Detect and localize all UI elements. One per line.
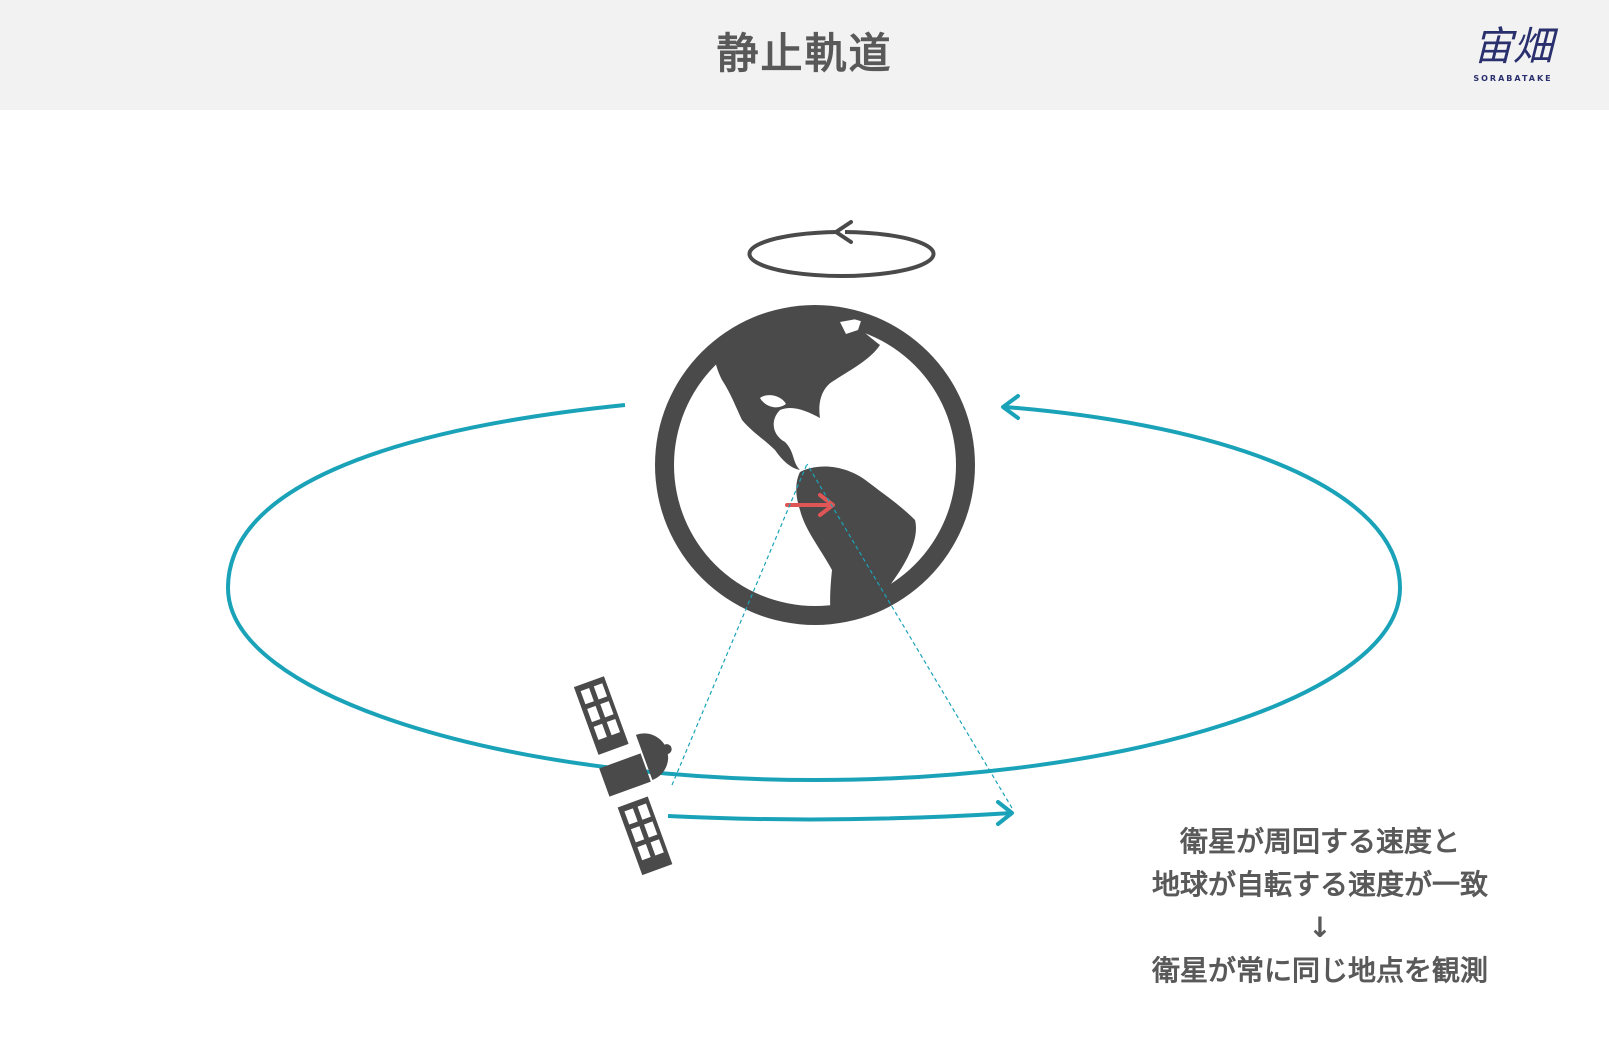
caption-block: 衛星が周回する速度と 地球が自転する速度が一致 ↓ 衛星が常に同じ地点を観測	[1070, 820, 1570, 992]
logo-mark: 宙畑	[1473, 24, 1553, 70]
caption-line-2: 地球が自転する速度が一致	[1151, 868, 1488, 901]
page-title: 静止軌道	[716, 29, 893, 78]
caption-down-arrow: ↓	[1308, 911, 1332, 944]
satellite-view-lines	[671, 463, 1013, 809]
satellite-motion-arrow	[667, 800, 1014, 826]
orbit-ellipse	[225, 403, 1403, 783]
orbit-arrowhead	[1001, 394, 1020, 420]
rotation-arrow-icon	[747, 220, 936, 278]
header-bar: 静止軌道 宙畑 SORABATAKE	[0, 0, 1609, 110]
earth-rotation-red-arrow	[785, 493, 835, 517]
caption-line-3: 衛星が常に同じ地点を観測	[1151, 954, 1488, 987]
logo-subtitle: SORABATAKE	[1473, 74, 1553, 83]
sorabatake-logo: 宙畑 SORABATAKE	[1458, 22, 1568, 92]
earth-icon	[655, 305, 975, 625]
caption-line-1: 衛星が周回する速度と	[1179, 825, 1460, 858]
satellite-icon	[573, 676, 673, 876]
